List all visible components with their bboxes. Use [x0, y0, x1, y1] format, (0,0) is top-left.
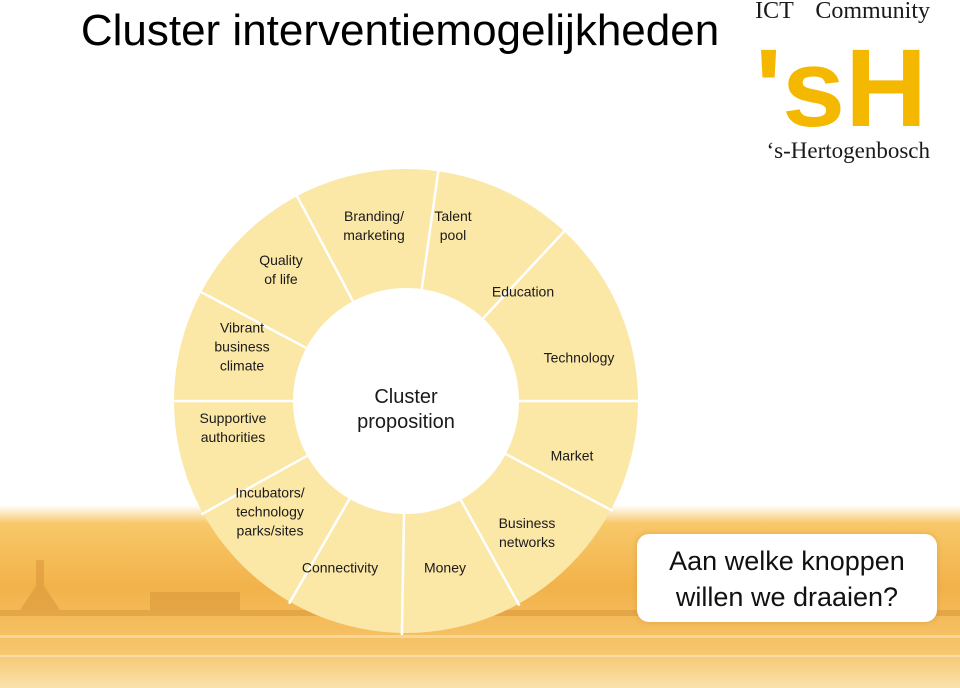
cluster-proposition-label: Cluster proposition [357, 385, 455, 435]
segment-label-money: Money [424, 559, 466, 578]
segment-label-supportive-authorities: Supportive authorities [200, 409, 267, 447]
cluster-proposition-hub [293, 288, 519, 514]
segment-label-line: parks/sites [236, 522, 304, 539]
segment-label-vibrant-business-climate: Vibrant business climate [214, 319, 269, 376]
segment-divider [505, 452, 614, 512]
segment-label-line: pool [439, 227, 467, 243]
segment-label-line: Business [498, 515, 556, 531]
segment-divider [482, 229, 567, 320]
segment-label-line: Vibrant [219, 319, 265, 336]
segment-label-connectivity: Connectivity [302, 559, 378, 578]
logo-caption-top: ICT Community [755, 0, 930, 25]
segment-label-line: Branding/ [344, 208, 404, 224]
segment-label-market: Market [551, 447, 594, 466]
segment-label-line: networks [498, 534, 556, 550]
segment-label-line: Quality [259, 252, 303, 268]
logo-caption-community: Community [815, 0, 930, 24]
segment-divider [295, 193, 355, 302]
segment-label-line: climate [219, 357, 265, 374]
segment-label-line: business [214, 338, 270, 355]
segment-divider [200, 454, 308, 516]
question-line: willen we draaien? [675, 582, 899, 612]
question-line: Aan welke knoppen [669, 546, 905, 576]
segment-label-education: Education [492, 283, 554, 302]
segment-label-line: Technology [543, 349, 615, 366]
segment-label-branding: Branding/marketing [343, 207, 404, 245]
segment-label-line: Incubators/ [235, 484, 305, 501]
segment-divider [459, 499, 521, 607]
segment-divider [420, 169, 440, 290]
center-line: Cluster [374, 386, 438, 408]
page-title: Cluster interventiemogelijkheden [80, 6, 720, 55]
segment-divider [287, 498, 351, 605]
segment-label-incubators: Incubators/technology parks/sites [235, 484, 304, 541]
segment-label-line: Education [491, 283, 555, 300]
segment-label-line: of life [264, 271, 298, 287]
logo-city-name: ‘s-Hertogenbosch [766, 138, 930, 163]
segment-label-technology: Technology [544, 349, 615, 368]
question-callout: Aan welke knoppen willen we draaien? [637, 534, 937, 622]
segment-label-line: Talent [434, 208, 472, 224]
sh-logo-mark: 'sH [755, 36, 927, 131]
segment-divider [400, 513, 406, 635]
segment-label-line: technology [236, 503, 304, 520]
segment-label-line: Money [423, 559, 467, 576]
logo-caption-ict: ICT [755, 0, 794, 24]
segment-divider [198, 290, 307, 350]
segment-label-business-networks: Business networks [499, 514, 556, 552]
segment-label-talent: Talent pool [434, 207, 471, 245]
segment-label-line: authorities [200, 429, 266, 445]
segment-label-line: Supportive [199, 410, 267, 426]
segment-label-line: Connectivity [301, 559, 379, 576]
segment-label-line: Market [550, 447, 594, 464]
segment-label-line: marketing [343, 227, 405, 243]
segment-label-quality-of-life: Quality of life [259, 251, 303, 289]
center-line: proposition [357, 411, 455, 433]
logo-mark-text: 'sH [755, 36, 927, 131]
